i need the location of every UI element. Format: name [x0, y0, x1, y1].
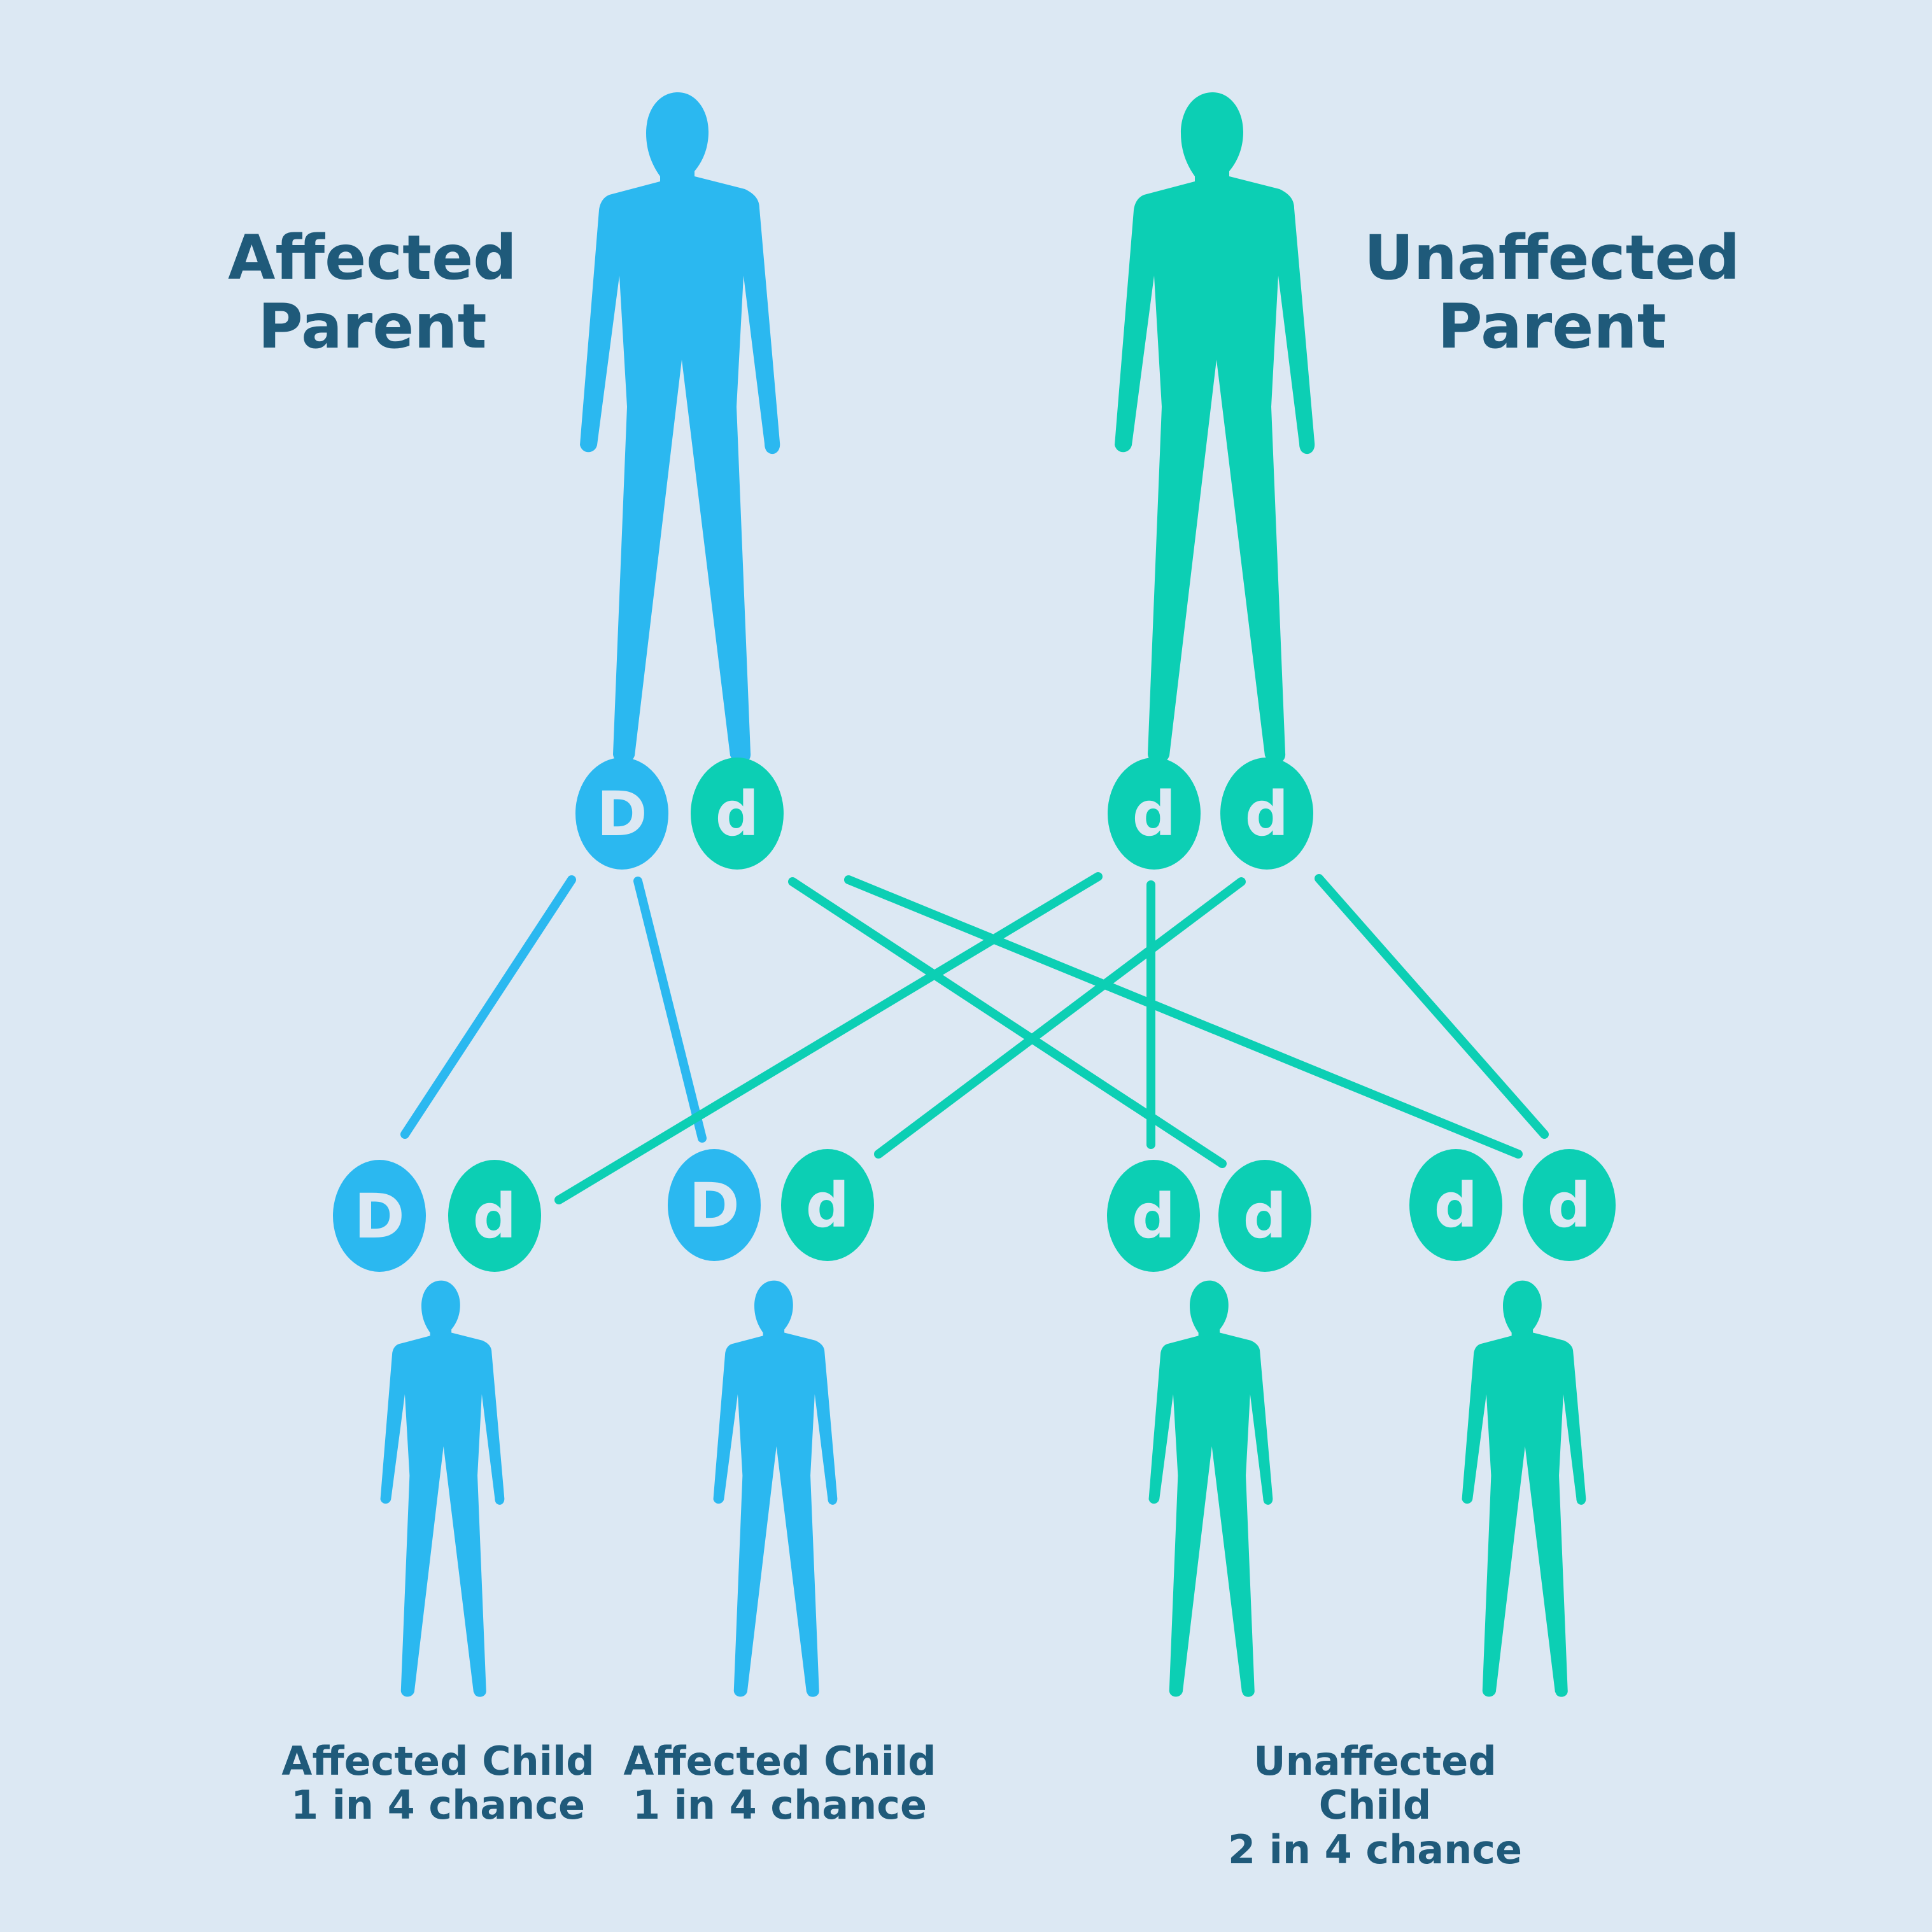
inheritance-line-8: [1315, 874, 1549, 1139]
child-2-allele-2: d: [781, 1149, 874, 1261]
unaffected-parent-allele-2: d: [1220, 758, 1313, 870]
unaffected-parent-allele-2-circle: [1220, 758, 1313, 870]
child-3-4-label: Unaffected Child 2 in 4 chance: [1197, 1739, 1553, 1872]
child-3-allele-1-letter: d: [1132, 1181, 1176, 1252]
child-2-label: Affected Child 1 in 4 chance: [602, 1739, 958, 1828]
child-1-title: Affected Child: [281, 1738, 595, 1784]
affected-parent-allele-1-letter: D: [596, 779, 647, 850]
child-4-allele-1-circle: [1409, 1149, 1502, 1261]
child-3-4-title: Unaffected Child: [1253, 1738, 1497, 1829]
child-3-allele-2-circle: [1218, 1160, 1311, 1272]
inheritance-line-5: [554, 872, 1103, 1204]
child-3-4-chance: 2 in 4 chance: [1227, 1826, 1523, 1873]
child-4-allele-2: d: [1523, 1149, 1616, 1261]
child-3-allele-1: d: [1107, 1160, 1200, 1272]
inheritance-line-1: [400, 875, 576, 1139]
affected-parent-allele-1: D: [575, 758, 668, 870]
child-2-allele-1: D: [668, 1149, 761, 1261]
child-1-allele-1: D: [333, 1160, 426, 1272]
affected-parent-label-line1: Affected: [228, 222, 517, 293]
child-3-allele-2: d: [1218, 1160, 1311, 1272]
child-1-label: Affected Child 1 in 4 chance: [260, 1739, 616, 1828]
child-1-allele-1-circle: [333, 1160, 426, 1272]
child-4-allele-1-letter: d: [1434, 1170, 1478, 1241]
child-2-figure: [713, 1280, 838, 1697]
inheritance-line-7: [874, 877, 1246, 1159]
child-2-allele-2-circle: [781, 1149, 874, 1261]
unaffected-parent-label: Unaffected Parent: [1329, 222, 1775, 362]
child-3-allele-2-letter: d: [1243, 1181, 1287, 1252]
affected-parent-allele-2: d: [691, 758, 784, 870]
affected-parent-label: Affected Parent: [150, 222, 595, 362]
child-1-allele-2: d: [448, 1160, 541, 1272]
child-1-chance: 1 in 4 chance: [290, 1782, 586, 1829]
child-2-allele-1-letter: D: [689, 1170, 740, 1241]
child-1-allele-2-letter: d: [473, 1181, 517, 1252]
affected-parent-label-line2: Parent: [258, 290, 487, 362]
child-2-title: Affected Child: [623, 1738, 936, 1784]
unaffected-parent-label-line2: Parent: [1437, 290, 1667, 362]
child-2-allele-2-letter: d: [806, 1170, 850, 1241]
child-3-figure: [1148, 1280, 1273, 1697]
child-1-allele-2-circle: [448, 1160, 541, 1272]
unaffected-parent-figure: [1115, 92, 1315, 764]
affected-parent-allele-1-circle: [575, 758, 668, 870]
inheritance-line-2: [633, 877, 707, 1143]
child-4-allele-1: d: [1409, 1149, 1502, 1261]
affected-parent-allele-2-letter: d: [716, 779, 759, 850]
unaffected-parent-allele-2-letter: d: [1245, 779, 1289, 850]
child-2-chance: 1 in 4 chance: [632, 1782, 927, 1829]
child-3-allele-1-circle: [1107, 1160, 1200, 1272]
inheritance-line-4: [844, 875, 1523, 1159]
child-2-allele-1-circle: [668, 1149, 761, 1261]
unaffected-parent-allele-1-circle: [1108, 758, 1201, 870]
child-1-allele-1-letter: D: [354, 1181, 405, 1252]
child-4-allele-2-circle: [1523, 1149, 1616, 1261]
child-4-allele-2-letter: d: [1548, 1170, 1591, 1241]
child-4-figure: [1462, 1280, 1586, 1697]
unaffected-parent-label-line1: Unaffected: [1364, 222, 1740, 293]
unaffected-parent-allele-1-letter: d: [1132, 779, 1176, 850]
affected-parent-allele-2-circle: [691, 758, 784, 870]
unaffected-parent-allele-1: d: [1108, 758, 1201, 870]
affected-parent-figure: [580, 92, 780, 764]
child-1-figure: [380, 1280, 505, 1697]
